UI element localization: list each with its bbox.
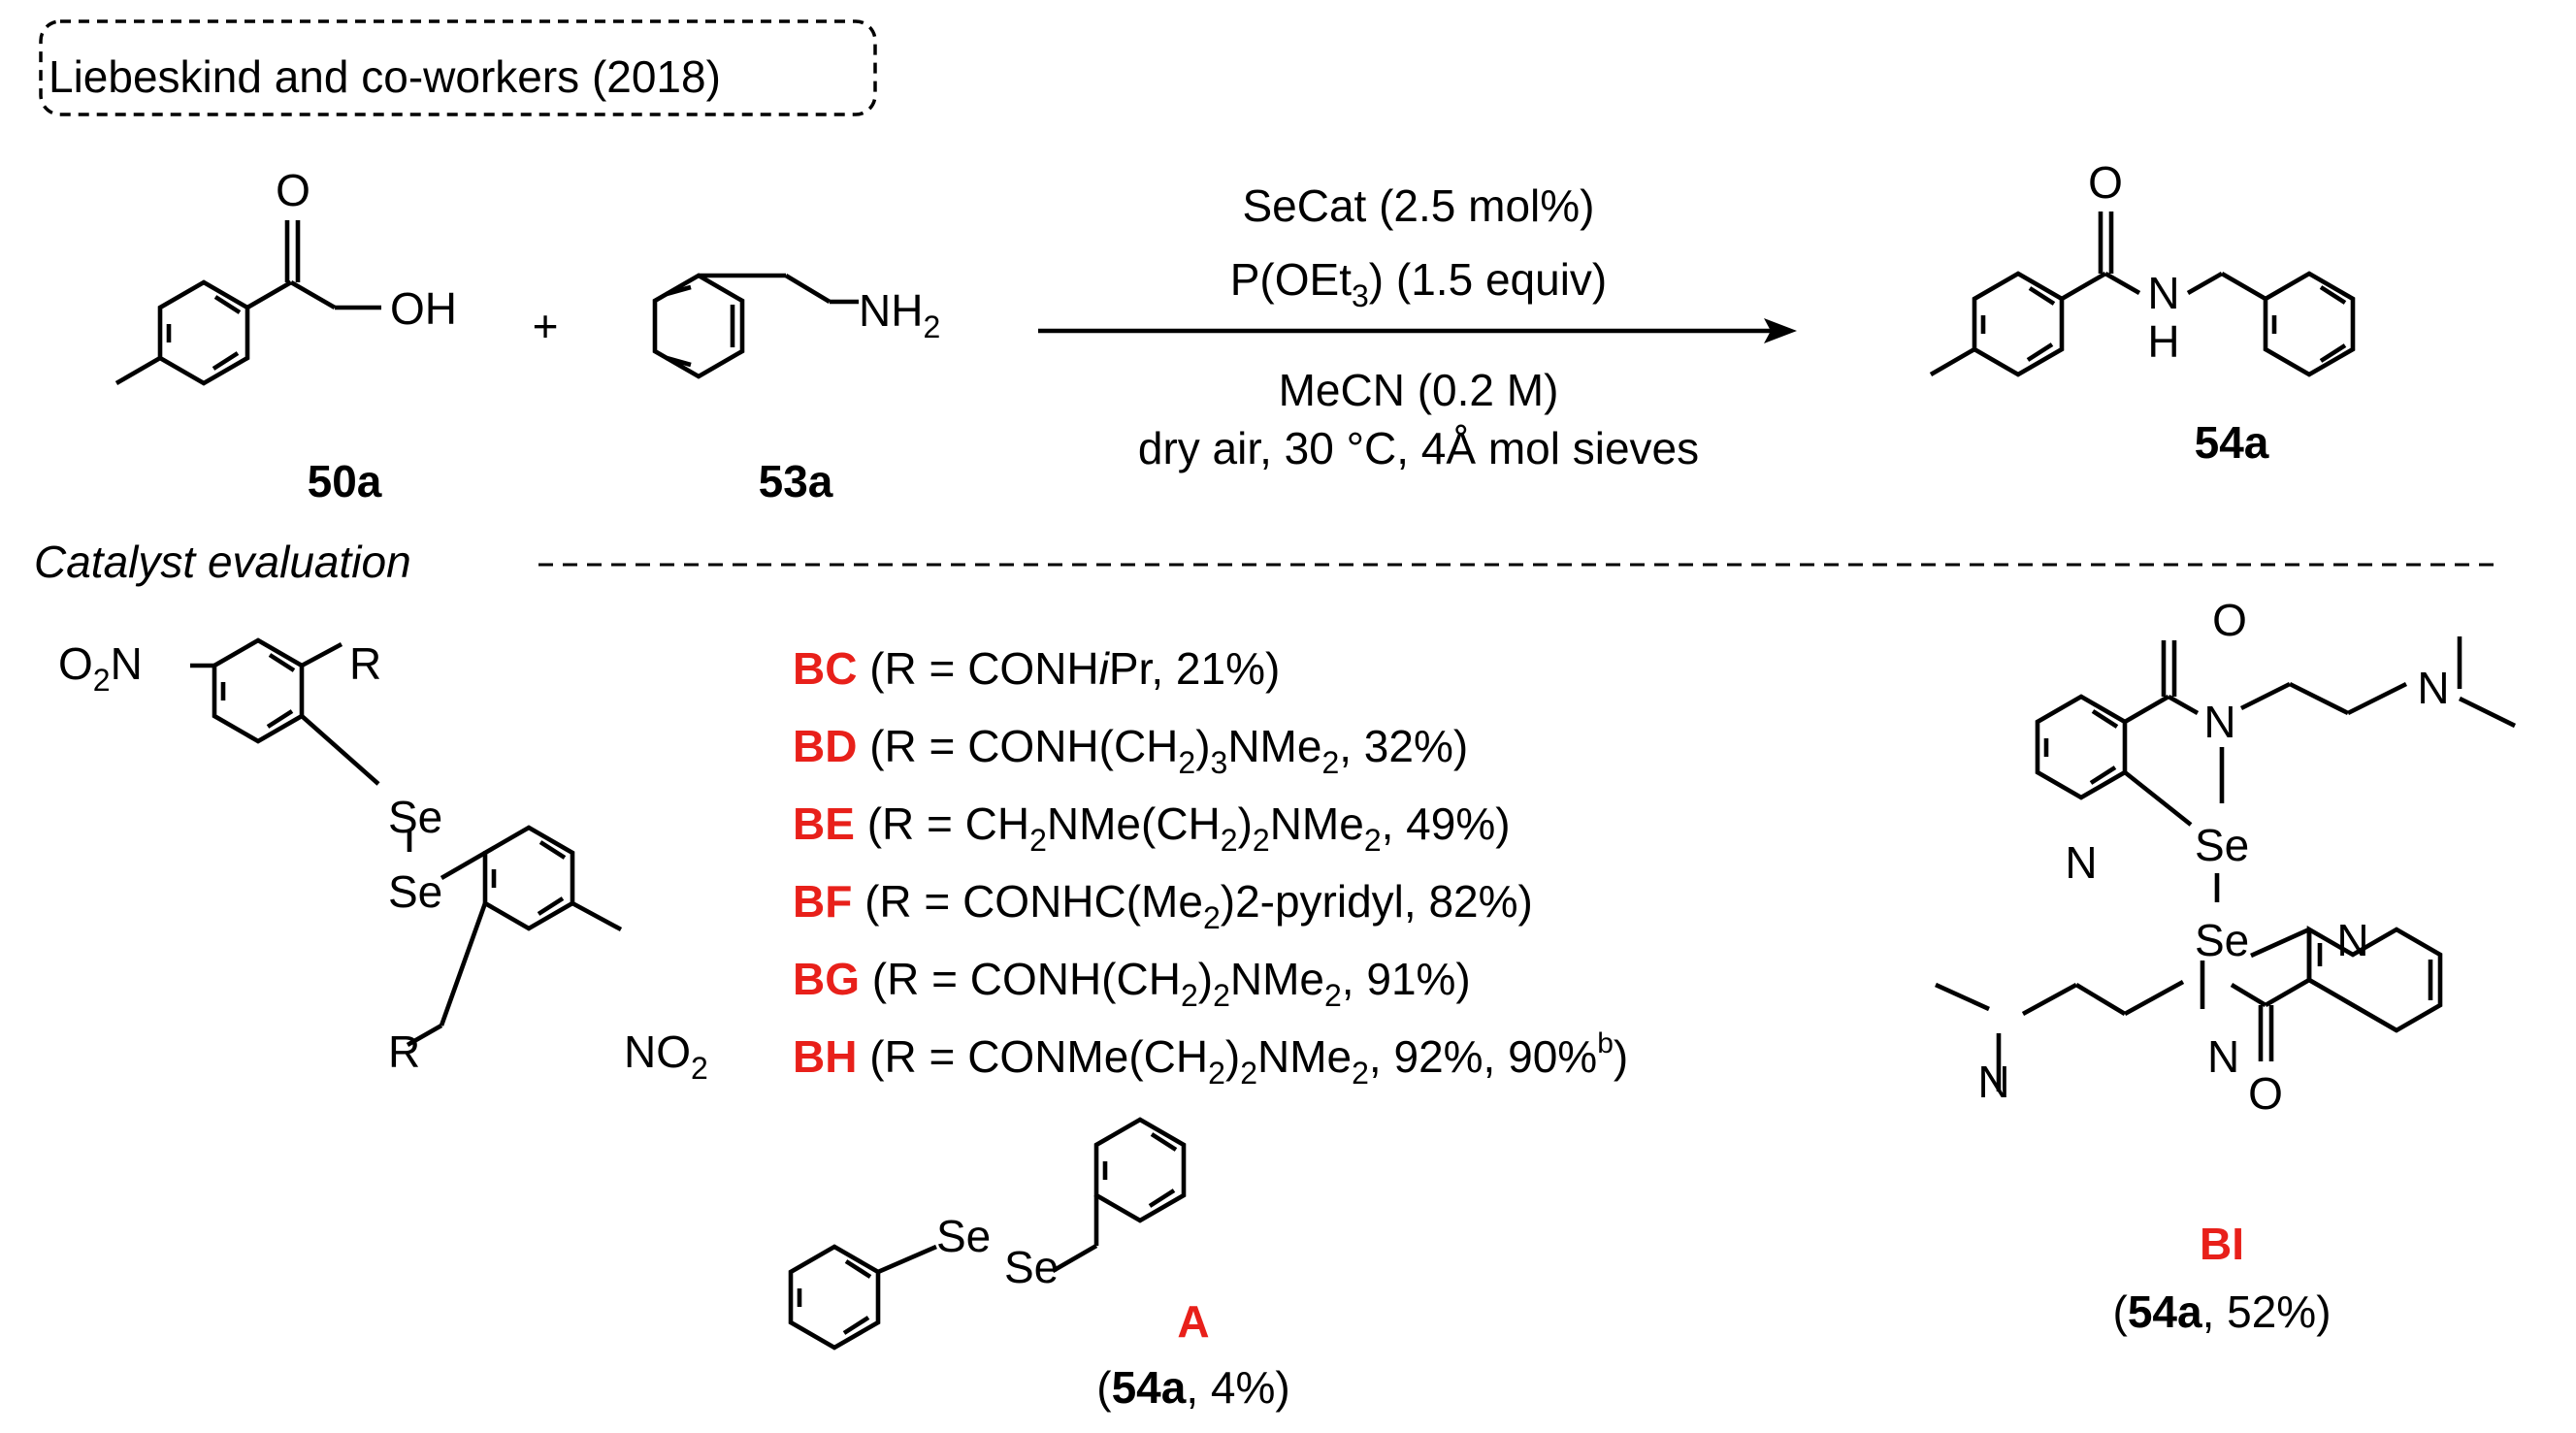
atom-H: H: [2147, 316, 2179, 367]
atom-N-amide-upper: N: [2203, 697, 2235, 747]
atom-Se-lower: Se: [2195, 915, 2249, 965]
atom-Se-upper: Se: [388, 792, 442, 842]
atom-O-upper: O: [2212, 595, 2247, 645]
compound-id-53a: 53a: [759, 456, 833, 506]
catalyst-entry: BF (R = CONHC(Me2)2-pyridyl, 82%): [793, 876, 1533, 935]
citation-box: Liebeskind and co-workers (2018): [39, 19, 877, 116]
atom-N-pyridine-lower: N: [2336, 915, 2368, 965]
catalyst-entry: BE (R = CH2NMe(CH2)2NMe2, 49%): [793, 798, 1511, 858]
compound-id-54a: 54a: [2195, 417, 2269, 468]
section-title: Catalyst evaluation: [34, 537, 411, 587]
catalyst-entry: BG (R = CONH(CH2)2NMe2, 91%): [793, 954, 1471, 1013]
atom-NH2: NH2: [859, 285, 940, 344]
atom-Se-upper: Se: [2195, 820, 2249, 870]
compound-id-50a: 50a: [308, 456, 382, 506]
condition-extra: dry air, 30 °C, 4Å mol sieves: [1138, 423, 1699, 473]
catalyst-entry: BH (R = CONMe(CH2)2NMe2, 92%, 90%b): [793, 1027, 1628, 1091]
atom-Se-right: Se: [1004, 1242, 1059, 1292]
reactant-53a: NH2 53a: [652, 273, 940, 506]
atom-N-amine-lower: N: [1977, 1057, 2009, 1107]
group-R-top: R: [349, 638, 381, 689]
catalyst-BI-structure: N O N N Se Se N N O N BI (54a, 52%): [1935, 595, 2517, 1337]
condition-catalyst: SeCat (2.5 mol%): [1242, 180, 1594, 231]
catalyst-entry: BC (R = CONHiPr, 21%): [793, 643, 1280, 694]
group-O2N: O2N: [58, 638, 143, 698]
catalyst-entry: BD (R = CONH(CH2)3NMe2, 32%): [793, 721, 1468, 780]
condition-reagent: P(OEt3) (1.5 equiv): [1230, 254, 1607, 313]
reaction-arrow: [1038, 318, 1797, 343]
catalyst-A-yield: (54a, 4%): [1096, 1362, 1289, 1413]
catalyst-id-A: A: [1177, 1296, 1209, 1347]
general-diselenide-structure: O2N R Se Se R NO2: [58, 637, 708, 1086]
condition-solvent: MeCN (0.2 M): [1279, 365, 1559, 415]
catalyst-A-structure: Se Se A (54a, 4%): [788, 1117, 1290, 1413]
atom-N-amine-upper: N: [2417, 663, 2449, 713]
atom-O: O: [2088, 157, 2123, 208]
reactant-50a: O OH 50a: [114, 165, 457, 506]
catalyst-BI-yield: (54a, 52%): [2112, 1286, 2331, 1337]
plus-sign: +: [533, 301, 559, 351]
atom-OH: OH: [390, 283, 457, 334]
atom-N-pyridine-upper: N: [2065, 837, 2097, 888]
product-54a: O N H 54a: [1929, 157, 2356, 468]
atom-Se-left: Se: [936, 1211, 991, 1261]
group-NO2: NO2: [624, 1026, 708, 1086]
atom-N: N: [2147, 268, 2179, 318]
atom-O: O: [276, 165, 310, 215]
citation-text: Liebeskind and co-workers (2018): [49, 51, 721, 102]
atom-O-lower: O: [2248, 1068, 2283, 1119]
catalyst-id-BI: BI: [2200, 1219, 2244, 1269]
catalyst-entry-list: BC (R = CONHiPr, 21%) BD (R = CONH(CH2)3…: [793, 643, 1628, 1091]
atom-N-amide-lower: N: [2207, 1031, 2239, 1082]
group-R-bottom: R: [388, 1026, 420, 1077]
atom-Se-lower: Se: [388, 866, 442, 917]
